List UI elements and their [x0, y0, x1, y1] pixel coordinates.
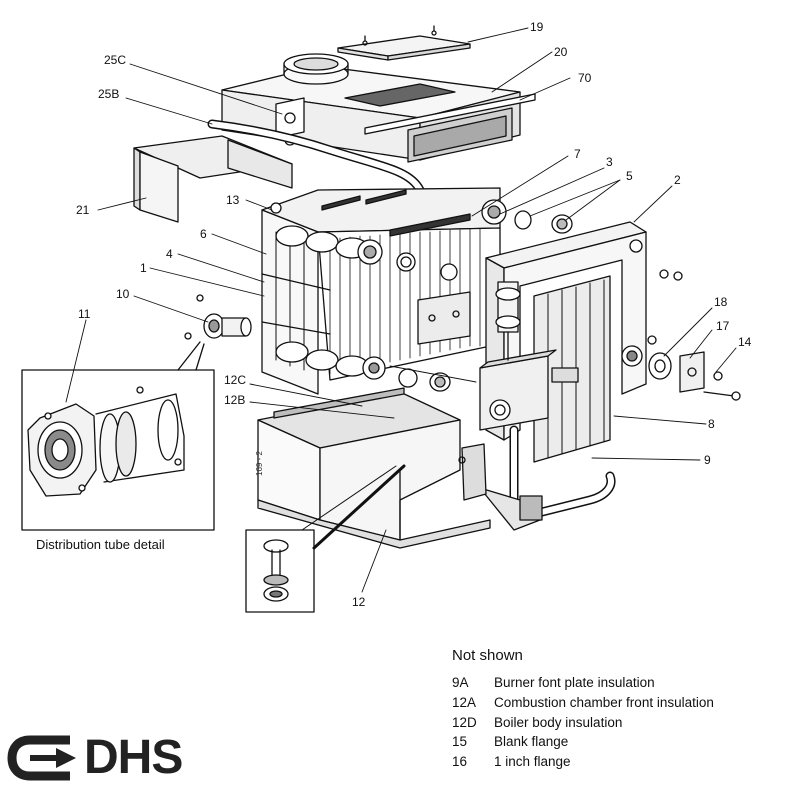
- not-shown-label: Burner font plate insulation: [494, 675, 655, 690]
- part-1-heat-exchanger: [261, 187, 507, 395]
- callout-labels: 19 20 70 25C 25B 21 13 6 4 1 10 11 7 3 5…: [76, 20, 752, 609]
- dhs-logo-mark: [7, 735, 76, 781]
- not-shown-code: 15: [452, 734, 468, 749]
- bolt-detail-box: [245, 464, 406, 613]
- not-shown-item: 12D Boiler body insulation: [452, 715, 622, 730]
- callout-13: 13: [226, 193, 240, 207]
- not-shown-label: Blank flange: [494, 734, 569, 749]
- gas-valve: [479, 281, 579, 431]
- callout-12b: 12B: [224, 393, 245, 407]
- not-shown-label: Boiler body insulation: [494, 715, 623, 730]
- callout-7: 7: [574, 147, 581, 161]
- callout-3: 3: [606, 155, 613, 169]
- callout-12: 12: [352, 595, 366, 609]
- not-shown-item: 16 1 inch flange: [452, 754, 571, 769]
- not-shown-label: Combustion chamber front insulation: [494, 695, 714, 710]
- part-18-17-14-fittings: [648, 351, 741, 401]
- callout-70: 70: [578, 71, 592, 85]
- callout-11: 11: [78, 307, 91, 321]
- not-shown-heading: Not shown: [452, 647, 523, 664]
- detail-caption: Distribution tube detail: [36, 537, 165, 552]
- drawing-mark: 169 - 2: [255, 451, 264, 476]
- callout-25c: 25C: [104, 53, 126, 67]
- callout-1: 1: [140, 261, 147, 275]
- not-shown-item: 15 Blank flange: [452, 734, 568, 749]
- not-shown-label: 1 inch flange: [494, 754, 571, 769]
- not-shown-item: 12A Combustion chamber front insulation: [452, 695, 714, 710]
- part-19-cover-plate: [337, 25, 471, 61]
- part-10-distribution-tube: [184, 294, 252, 340]
- callout-9: 9: [704, 453, 711, 467]
- part-20-flue-hood: [221, 53, 536, 163]
- not-shown-item: 9A Burner font plate insulation: [452, 675, 655, 690]
- part-25b-flow-pipe: [207, 119, 425, 223]
- callout-25b: 25B: [98, 87, 119, 101]
- part-9-gas-pipe: [479, 425, 616, 531]
- logo-text: DHS: [84, 731, 183, 784]
- not-shown-code: 12A: [452, 695, 477, 710]
- not-shown-code: 9A: [452, 675, 469, 690]
- callout-12c: 12C: [224, 373, 246, 387]
- callout-21: 21: [76, 203, 90, 217]
- callout-10: 10: [116, 287, 130, 301]
- not-shown-code: 12D: [452, 715, 477, 730]
- part-12-combustion-chamber: [257, 387, 491, 549]
- callout-4: 4: [166, 247, 173, 261]
- callout-leader-lines: [65, 27, 737, 593]
- callout-18: 18: [714, 295, 728, 309]
- callout-17: 17: [716, 319, 730, 333]
- part-21-side-baffle: [133, 135, 293, 223]
- callout-14: 14: [738, 335, 752, 349]
- callout-19: 19: [530, 20, 544, 34]
- callout-2: 2: [674, 173, 681, 187]
- not-shown-code: 16: [452, 754, 468, 769]
- dhs-logo: DHS: [14, 731, 196, 784]
- callout-8: 8: [708, 417, 715, 431]
- distribution-tube-detail-box: [21, 340, 215, 531]
- callout-5: 5: [626, 169, 633, 183]
- callout-20: 20: [554, 45, 568, 59]
- callout-6: 6: [200, 227, 207, 241]
